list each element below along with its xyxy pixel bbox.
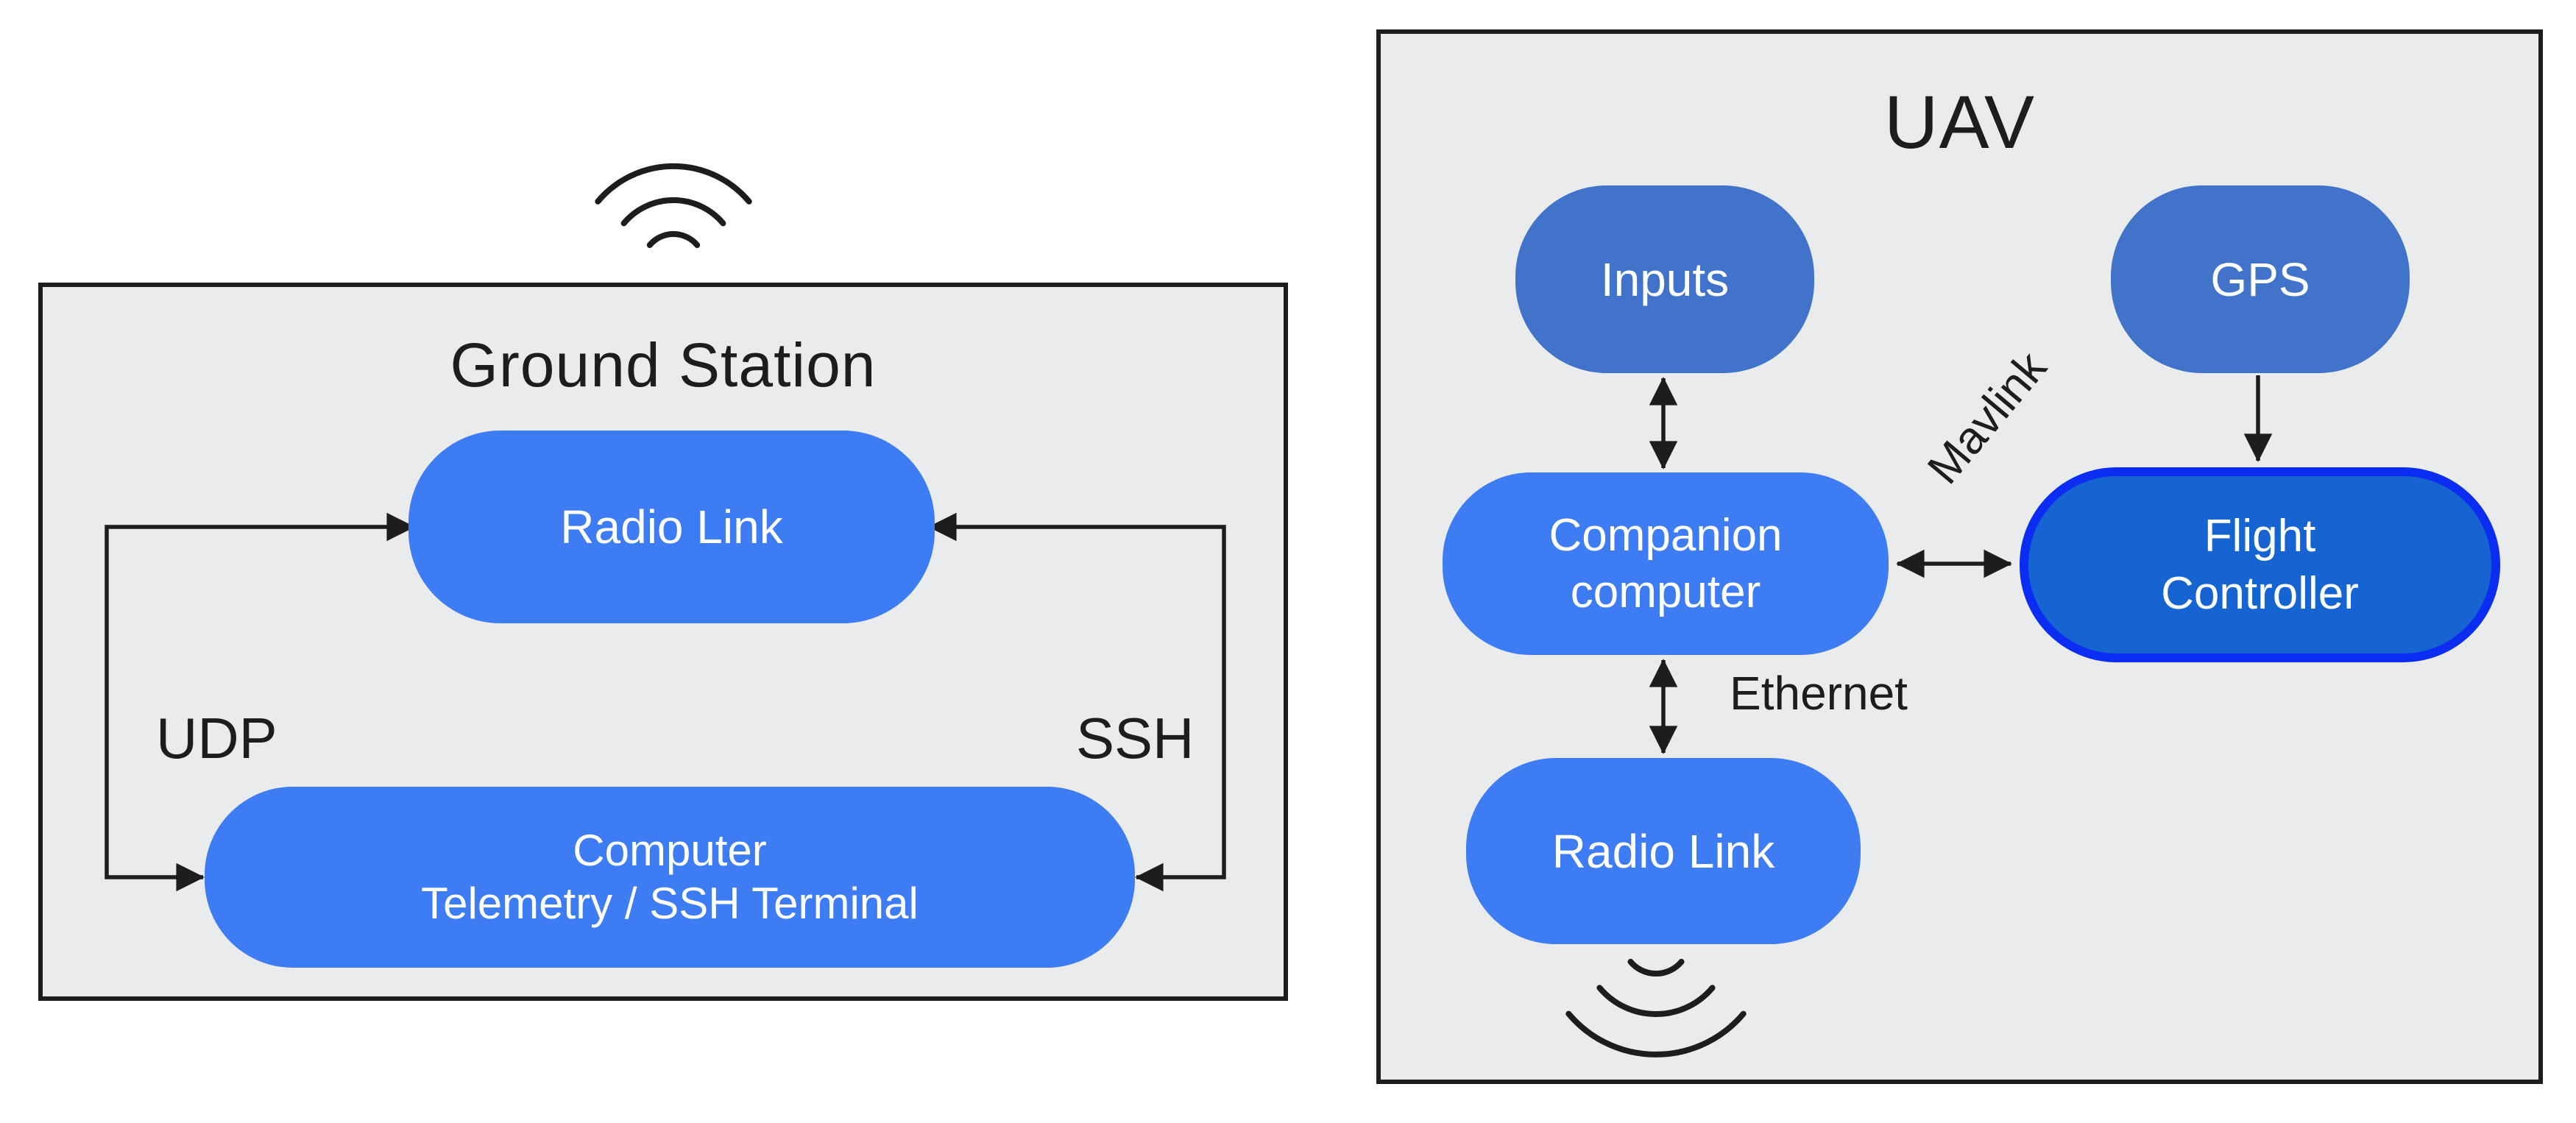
uav-companion-label-line1: Companion	[1549, 509, 1783, 561]
wifi-signal-down-icon	[1565, 958, 1747, 1058]
gs-computer-node: Computer Telemetry / SSH Terminal	[205, 787, 1135, 968]
uav-inputs-node: Inputs	[1515, 185, 1814, 373]
uav-radio-link-label: Radio Link	[1551, 824, 1775, 878]
gs-computer-label-line1: Computer	[573, 826, 767, 875]
uav-flight-controller-label-line1: Flight	[2204, 511, 2316, 562]
ethernet-label: Ethernet	[1730, 667, 1908, 720]
uav-inputs-label: Inputs	[1600, 252, 1730, 306]
uav-companion-label-line2: computer	[1570, 567, 1761, 617]
uav-title: UAV	[1883, 80, 2036, 164]
uav-flight-controller-node: Flight Controller	[2020, 467, 2500, 662]
uav-gps-label: GPS	[2210, 252, 2310, 306]
ssh-label: SSH	[1076, 706, 1195, 770]
gs-ssh-connector	[928, 512, 1226, 892]
udp-label: UDP	[156, 706, 277, 770]
gs-computer-label-line2: Telemetry / SSH Terminal	[421, 879, 919, 928]
ground-station-title: Ground Station	[450, 330, 877, 400]
uav-gps-node: GPS	[2111, 185, 2410, 373]
gs-udp-connector	[105, 512, 415, 892]
uav-radio-link-node: Radio Link	[1466, 758, 1861, 944]
wifi-signal-up-icon	[595, 163, 752, 248]
gs-radio-link-node: Radio Link	[408, 431, 935, 623]
gs-radio-link-label: Radio Link	[560, 500, 783, 553]
uav-companion-computer-node: Companion computer	[1443, 472, 1889, 655]
uav-flight-controller-label-line2: Controller	[2161, 567, 2359, 619]
